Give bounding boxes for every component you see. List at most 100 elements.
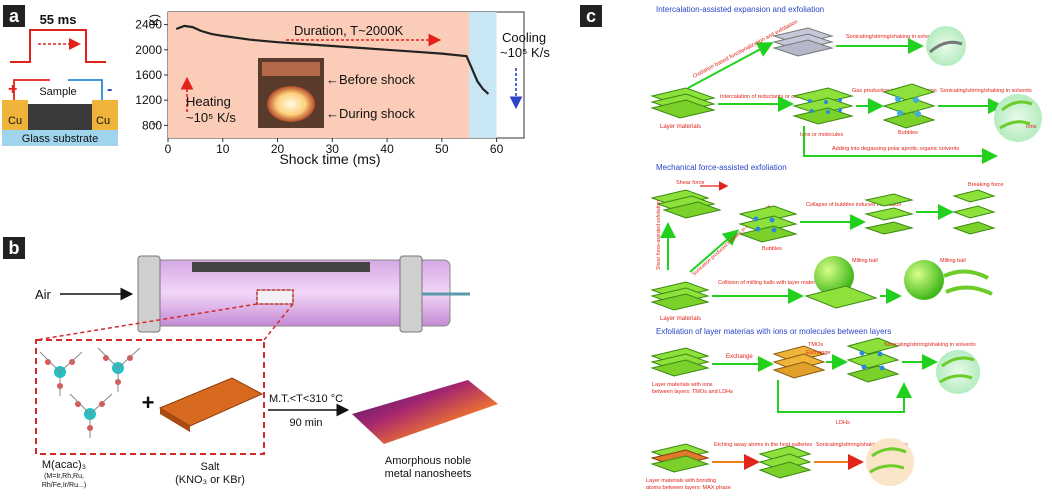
cooling-label: Cooling [502, 30, 546, 45]
s2-peeled-sheet-2 [945, 285, 993, 296]
x-tick-label: 40 [380, 142, 394, 156]
s2-collapse-label: Collapse of bubbles induced exfoliation [806, 202, 901, 208]
heating-element [192, 262, 370, 272]
sample-label: Sample [39, 86, 76, 98]
x-tick-label: 0 [165, 142, 172, 156]
x-tick-label: 60 [490, 142, 504, 156]
section2-title: Mechanical force-assisted exfoliation [656, 163, 787, 172]
s1-product-sheet-1 [929, 40, 963, 54]
panel-b-letter-box [3, 237, 25, 259]
s2-breaking-label: Breaking force [968, 182, 1003, 188]
s4-product-circle [866, 438, 914, 486]
s1-sonic2-label: Sonicating/stirring/shaking in solvents [940, 88, 1032, 94]
salt-label: Salt [201, 461, 220, 473]
panel-c: c Intercalation-assisted expansion and e… [580, 5, 1042, 491]
stack-shear-s2 [650, 189, 722, 219]
panel-c-letter-box [580, 5, 602, 27]
s3-exchange2-label: Exchange [806, 350, 830, 356]
crucible [256, 289, 294, 305]
s1-arrow-adding [803, 126, 998, 164]
s1-product-sheet-2a [1001, 100, 1033, 112]
cooling-rate-label: ~10⁵ K/s [500, 45, 550, 60]
duration-label: Duration, T~2000K [294, 23, 404, 38]
s2-sheet-under-ball [804, 285, 878, 309]
photo-glow [267, 86, 315, 122]
s3-layer-label-2: between layers: TMOs and LDHs [652, 389, 733, 395]
s3-sonic-label: Sonicating/stirring/shaking in solvents [884, 342, 976, 348]
s2-collision-label: Collision of milling balls with layer ma… [718, 280, 824, 286]
s3-tmos-label: TMOs [808, 342, 823, 348]
molecule-2 [97, 347, 141, 392]
glass-substrate [2, 130, 118, 146]
crucible-highlight [256, 289, 294, 305]
stack-expanded-s3 [846, 337, 900, 383]
x-axis-label: Shock time (ms) [279, 151, 380, 167]
s1-sonic1-label: Sonicating/stirring/shaking in solvents [846, 34, 938, 40]
s2-shear-assisted-label: Shear force-assisted exfoliation [656, 200, 662, 270]
panel-a: a 55 ms + - Sample Cu Cu Glass substrate… [2, 5, 550, 167]
s3-product-circle [936, 350, 980, 394]
s4-layer-label-2: atoms between layers: MAX phase [646, 485, 731, 491]
y-tick-label: 1600 [135, 68, 162, 82]
precursor-metals-1: (M=Ir,Rh,Ru, [44, 473, 84, 480]
stack-max-s4 [650, 443, 710, 473]
s4-product-sheet-2 [869, 464, 905, 474]
s1-intercalation-label: Intercalation of reductants or oxidants [720, 94, 812, 100]
s2-milling-label-2: Milling ball [940, 258, 966, 264]
s1-product-circle-1 [926, 26, 966, 66]
molecule-1 [39, 351, 83, 396]
product-label-1: Amorphous noble [385, 455, 471, 467]
substrate-label: Glass substrate [22, 133, 98, 145]
y-axis-label: K) [147, 14, 161, 26]
stack-bubbled-s1 [882, 83, 936, 129]
stack-bubbles-s2 [738, 205, 798, 243]
photo-before-region [262, 62, 320, 76]
s2-milling-ball-2 [904, 260, 944, 300]
zoom-line-left [35, 303, 258, 341]
stack-tmo-s3 [772, 345, 826, 379]
heating-label: Heating [186, 94, 231, 109]
reaction-time: 90 min [289, 417, 322, 429]
cu-left-label: Cu [8, 115, 22, 127]
during-shock-label: ←During shock [326, 106, 415, 121]
panel-b-letter: b [9, 238, 20, 258]
salt-formula: (KNO₃ or KBr) [175, 474, 245, 486]
s4-layer-label-1: Layer materials with bonding [646, 478, 716, 484]
s3-product-sheet-1 [941, 356, 975, 368]
s4-product-sheet-1 [871, 447, 907, 458]
s1-adding-label: Adding into degassing polar aprotic orga… [832, 146, 959, 152]
stack-graphite-s1 [650, 87, 716, 119]
pulse-waveform [10, 29, 106, 63]
s2-layer-label: Layer materials [660, 316, 701, 322]
zoom-box [35, 339, 265, 455]
s3-arrow-ldhs [777, 380, 912, 413]
precursor-label: M(acac)₃ [42, 459, 86, 471]
precursor-metals-2: Rh/Fe,Ir/Ru...) [42, 482, 86, 489]
s2-arrow-sonication [689, 229, 740, 273]
cu-block-left [2, 100, 28, 130]
salt-crystal-side [160, 408, 190, 432]
stack-intercalated-s1 [792, 87, 854, 125]
x-tick-label: 10 [216, 142, 230, 156]
temperature-curve [175, 24, 490, 95]
panel-c-letter: c [586, 6, 596, 26]
cooling-region [469, 12, 497, 138]
plus-sign: + [142, 390, 155, 415]
stack-etched-s4 [758, 445, 812, 479]
s3-ldhs-label: LDHs [836, 420, 850, 426]
stack-broken-s2 [864, 193, 914, 235]
s2-shear-force-label: Shear force [676, 180, 704, 186]
y-tick-label: 800 [142, 118, 162, 132]
sample-film [28, 104, 92, 130]
heating-rate-label: ~10⁵ K/s [186, 110, 236, 125]
stack-split-s2 [952, 189, 996, 235]
pulse-label: 55 ms [40, 12, 77, 27]
s1-bubbles-label: Bubbles [898, 130, 918, 136]
s3-layer-label-1: Layer materials with ions [652, 382, 713, 388]
stack-go-s1 [772, 27, 834, 57]
panel-a-letter-box [3, 5, 25, 27]
s3-product-sheet-2 [939, 374, 973, 384]
section1-title: Intercalation-assisted expansion and exf… [656, 5, 824, 14]
